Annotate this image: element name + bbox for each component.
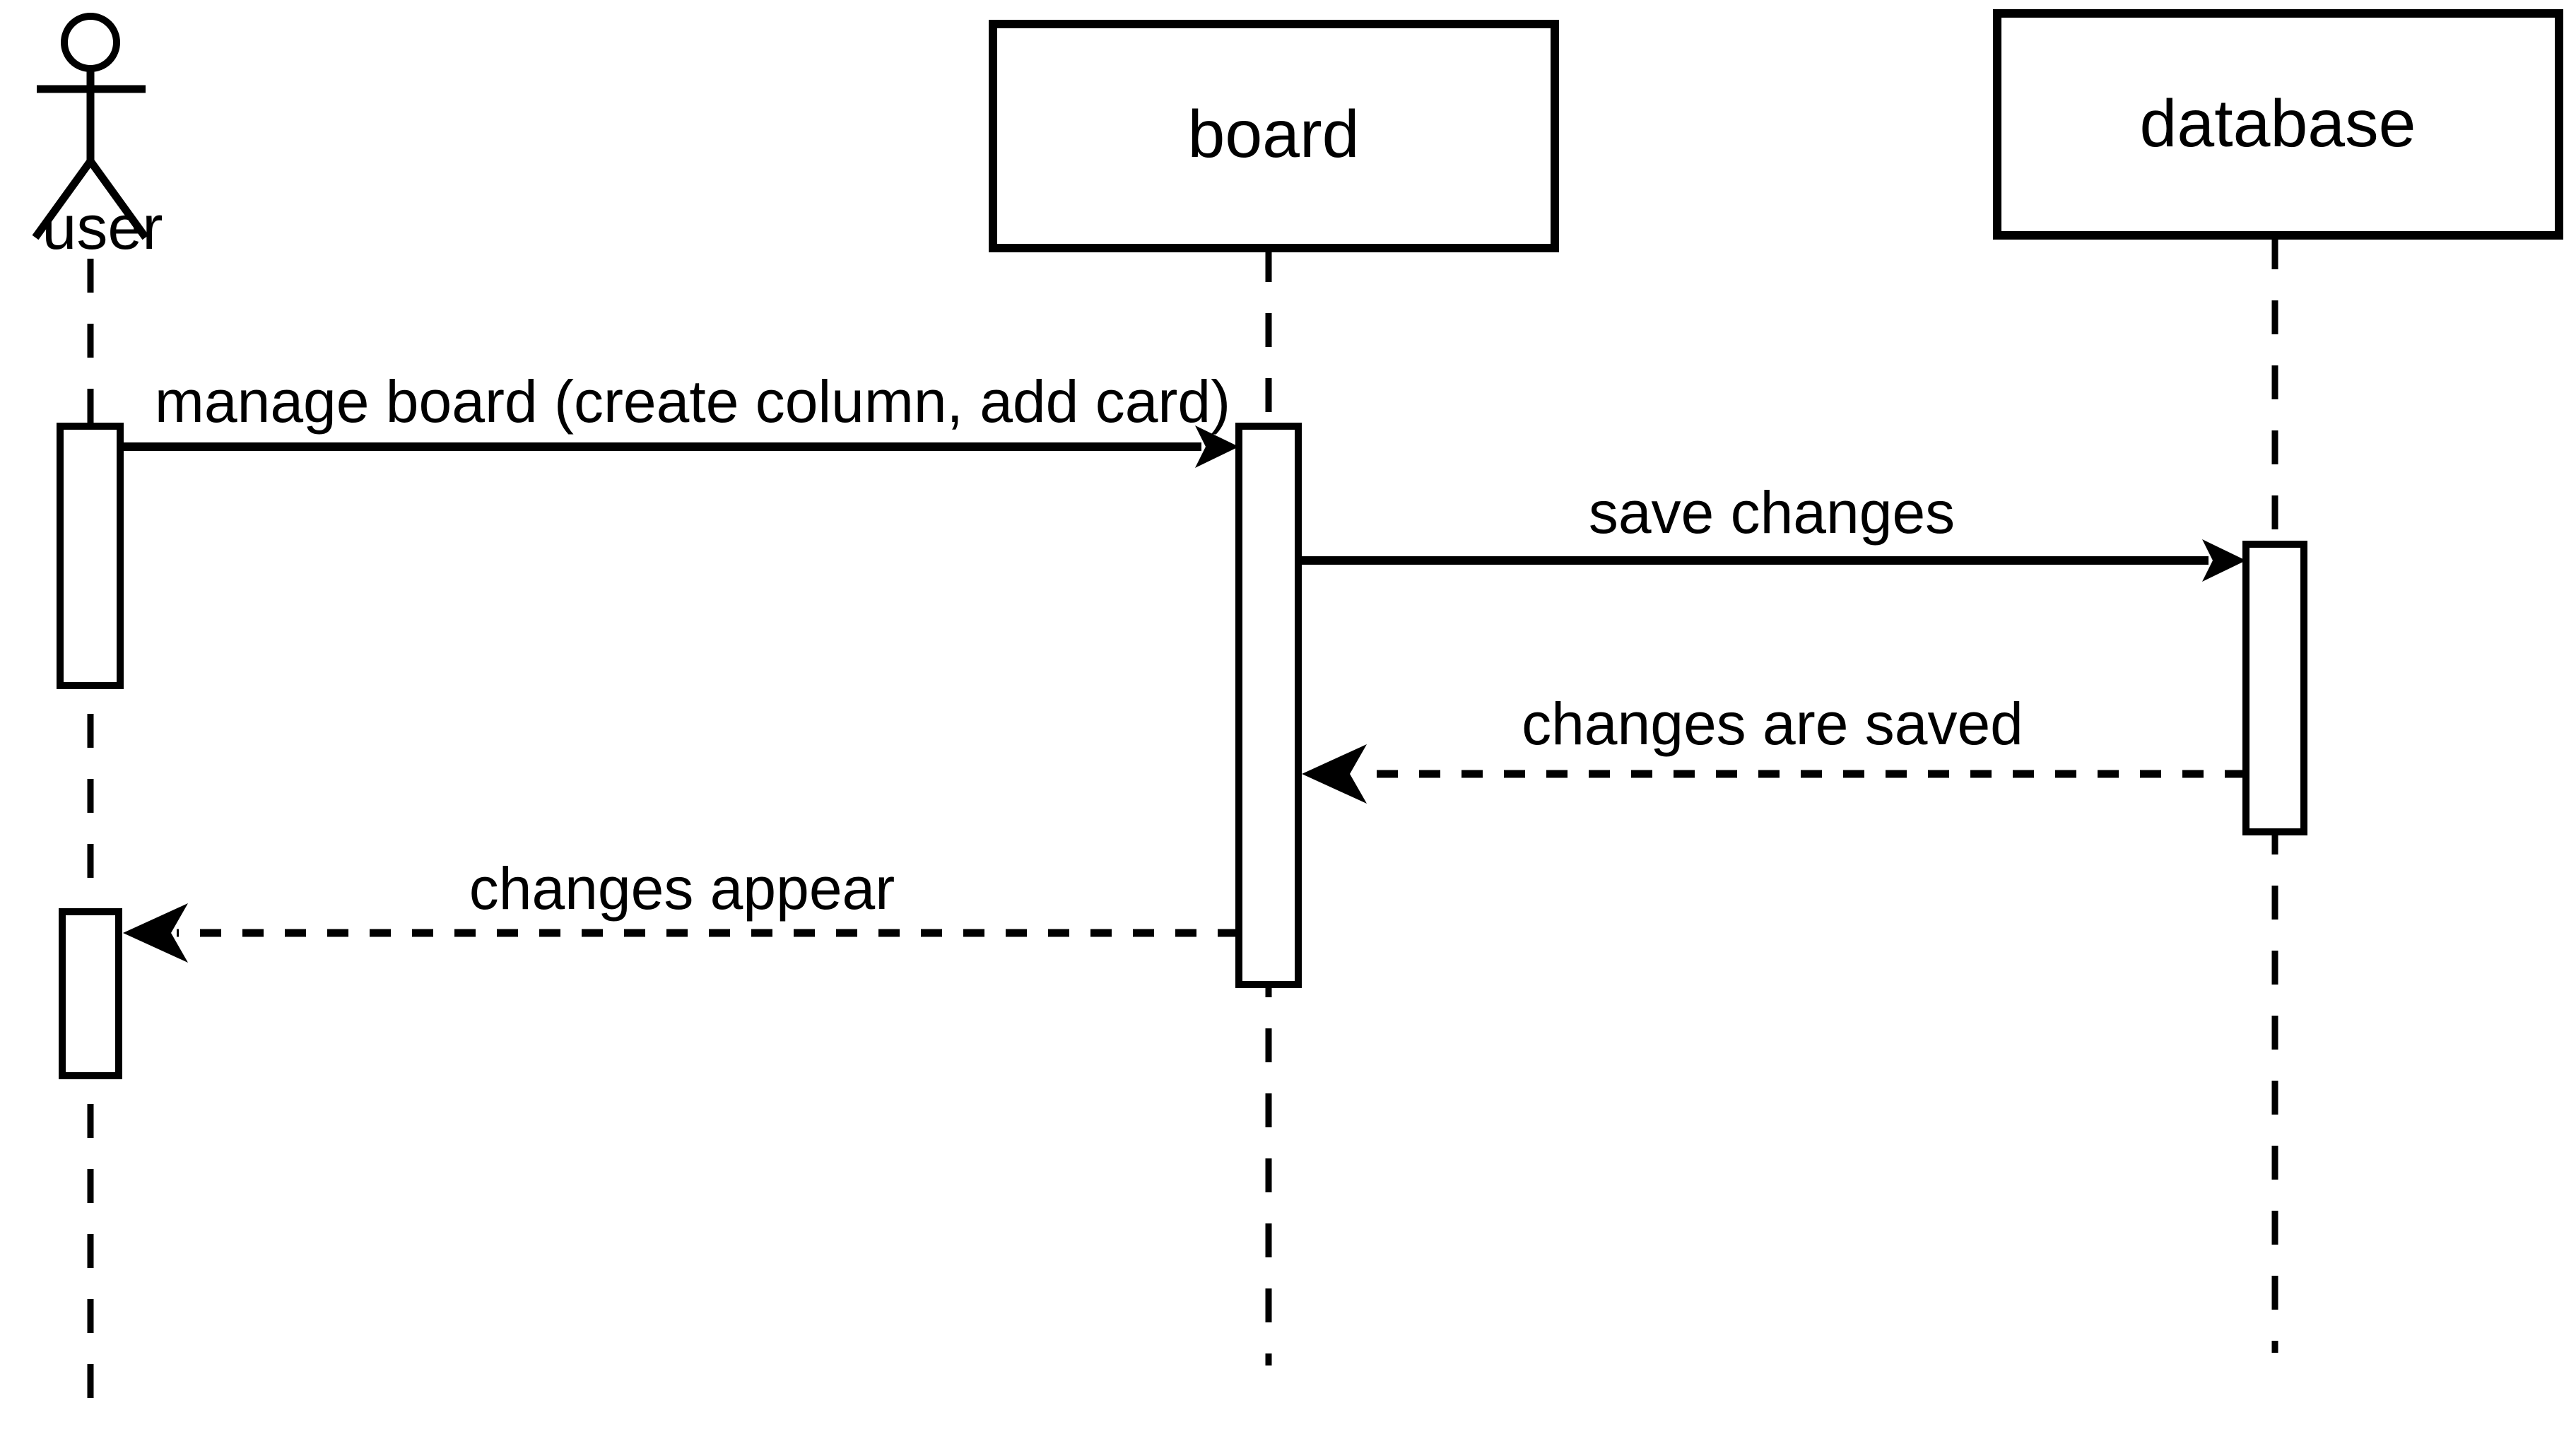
actor-leg-left xyxy=(32,158,94,240)
message-save-changes-label: save changes xyxy=(1589,479,1955,546)
message-manage-board: manage board (create column, add card) xyxy=(122,368,1239,468)
arrowhead-right-icon xyxy=(2202,539,2246,582)
actor-user-label: user xyxy=(42,192,163,262)
participant-board-label: board xyxy=(1188,97,1360,172)
participant-board: board xyxy=(989,20,1559,252)
actor-head xyxy=(61,13,120,72)
participant-board-box xyxy=(989,20,1559,252)
activation-user-1 xyxy=(57,423,124,689)
arrowhead-left-icon xyxy=(123,903,188,963)
participant-database: database xyxy=(1993,9,2563,240)
message-changes-are-saved-label: changes are saved xyxy=(1522,691,2023,757)
participant-database-box xyxy=(1993,9,2563,240)
message-changes-are-saved: changes are saved xyxy=(1302,691,2246,804)
activation-board xyxy=(1235,423,1302,988)
message-save-changes: save changes xyxy=(1298,479,2246,582)
actor-user xyxy=(32,13,149,240)
activation-user-2 xyxy=(59,908,122,1079)
arrowhead-left-icon xyxy=(1302,744,1367,804)
arrowhead-right-icon xyxy=(1195,425,1239,468)
message-changes-appear-label: changes appear xyxy=(469,855,895,922)
actor-leg-right xyxy=(87,158,149,240)
message-manage-board-label: manage board (create column, add card) xyxy=(155,368,1230,435)
activation-database xyxy=(2242,541,2307,835)
participant-database-label: database xyxy=(2140,86,2416,161)
message-changes-appear: changes appear xyxy=(123,855,1239,963)
